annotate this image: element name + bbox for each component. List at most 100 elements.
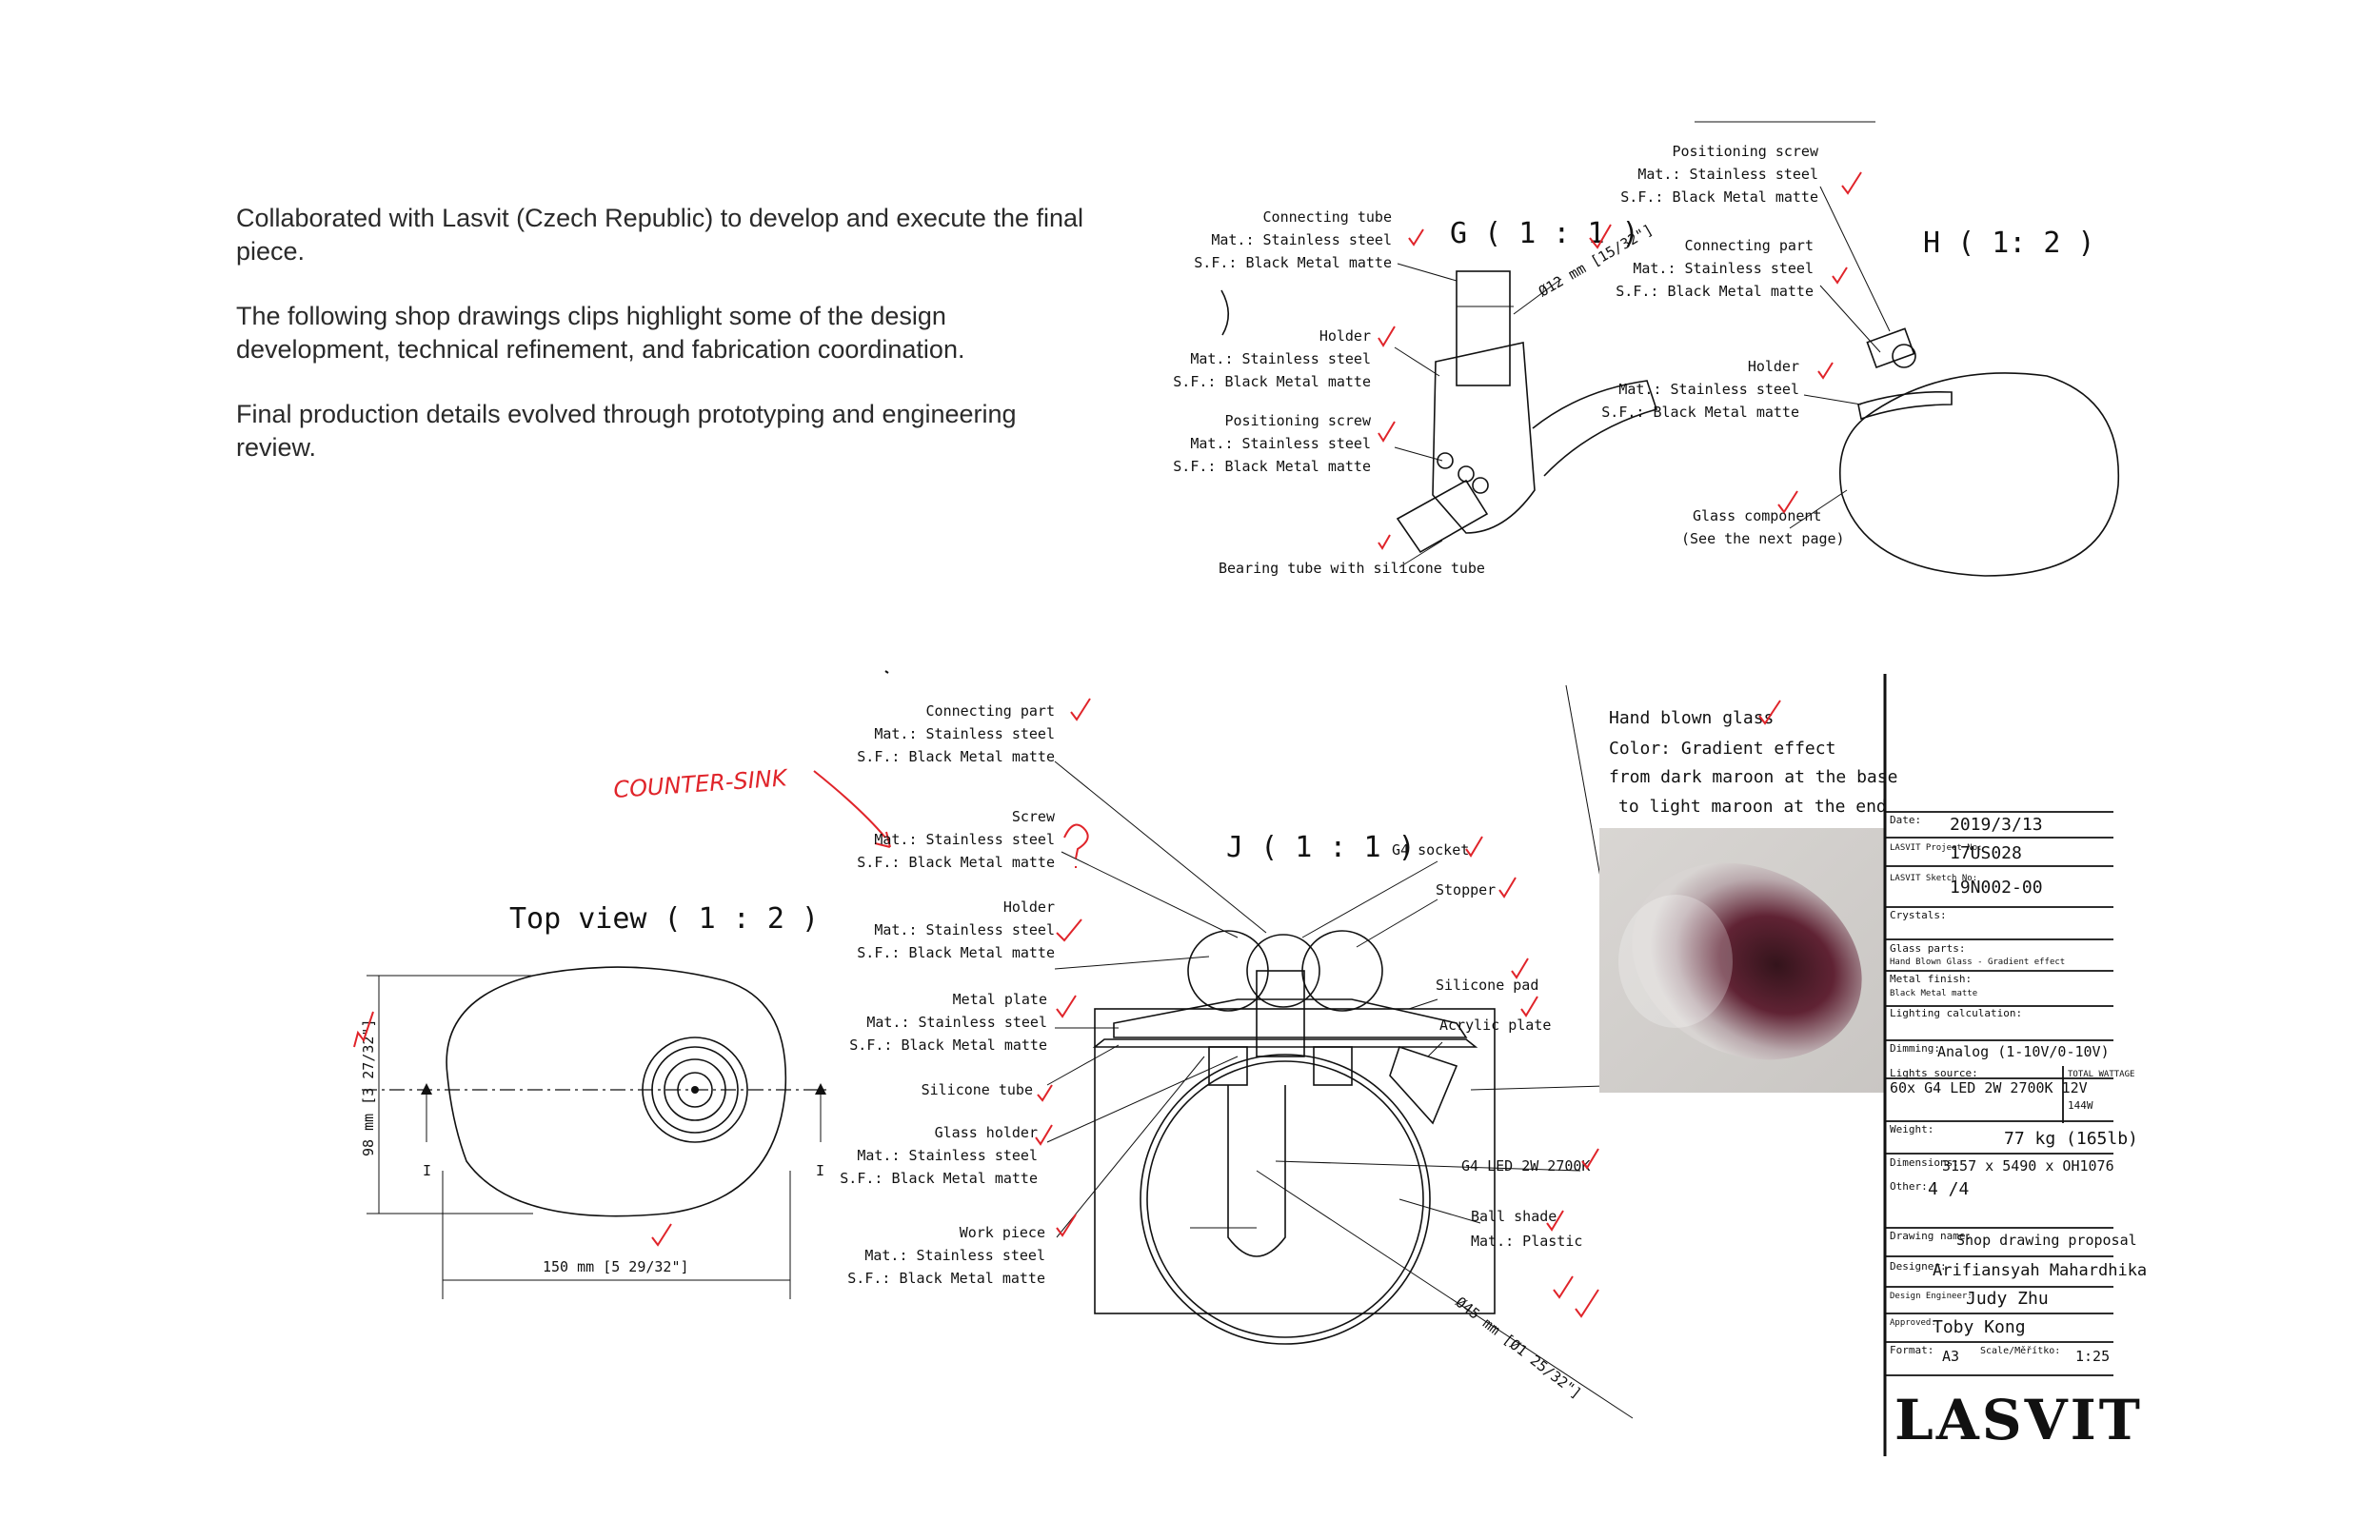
svg-text:Mat.: Stainless steel: Mat.: Stainless steel (874, 725, 1055, 742)
h-connecting-part-label: Connecting part Mat.: Stainless steel S.… (1616, 237, 1814, 300)
j-silicone-tube-label: Silicone tube (922, 1081, 1033, 1098)
tb-sketch-label: LASVIT Sketch No: (1890, 874, 1977, 883)
svg-text:Connecting tube: Connecting tube (1263, 208, 1392, 226)
tb-format: A3 (1942, 1348, 1959, 1365)
j-screw-label: Screw Mat.: Stainless steel S.F.: Black … (857, 808, 1056, 871)
bend-tube-shape (1532, 380, 1658, 477)
tb-approved-label: Approved: (1890, 1318, 1936, 1328)
lasvit-logo: LASVIT (1894, 1388, 2143, 1452)
check-mark (1758, 700, 1781, 725)
detail-h-title: H ( 1: 2 ) (1923, 227, 2095, 260)
check-mark (1817, 362, 1834, 380)
g-holder-label: Holder Mat.: Stainless steel S.F.: Black… (1173, 327, 1371, 390)
j-dimension: Ø45 mm [Ø1 25/32"] (1453, 1293, 1585, 1402)
tb-engineer-label: Design Engineer: (1890, 1292, 1973, 1301)
svg-text:to light maroon at the end: to light maroon at the end (1618, 797, 1887, 817)
tb-other-label: Other: (1890, 1180, 1928, 1193)
tb-metal-finish-label: Metal finish: (1890, 973, 1972, 985)
tb-dimensions-label: Dimensions: (1890, 1156, 1959, 1169)
svg-text:Connecting part: Connecting part (926, 702, 1055, 720)
j-work-piece-label: Work piece Mat.: Stainless steel S.F.: B… (847, 1224, 1045, 1287)
top-view: Top view ( 1 : 2 ) 98 mm [3 27/32"] 150 … (353, 902, 828, 1299)
glass-note: Hand blown glass Color: Gradient effect … (1609, 700, 1897, 817)
svg-text:S.F.: Black Metal matte: S.F.: Black Metal matte (1601, 404, 1799, 421)
question-mark (1063, 823, 1089, 868)
counter-sink-arrowhead (874, 831, 891, 848)
counter-sink-arrow (813, 770, 886, 839)
svg-text:Positioning screw: Positioning screw (1672, 143, 1818, 160)
j-silicone-pad-label: Silicone pad (1436, 977, 1538, 994)
g-connecting-tube-label: Connecting tube Mat.: Stainless steel S.… (1194, 208, 1392, 271)
check-mark (1408, 228, 1424, 247)
top-view-title: Top view ( 1 : 2 ) (509, 902, 819, 936)
svg-text:Glass holder: Glass holder (935, 1124, 1038, 1141)
intro-paragraph-2: The following shop drawings clips highli… (236, 302, 965, 364)
j-stopper-label: Stopper (1436, 881, 1496, 898)
check-mark (1546, 1210, 1564, 1232)
svg-text:Work piece: Work piece (960, 1224, 1045, 1241)
svg-text:from dark maroon at the base: from dark maroon at the base (1609, 767, 1897, 787)
j-g4-socket-label: G4 socket (1392, 841, 1469, 859)
svg-text:Mat.: Stainless steel: Mat.: Stainless steel (1637, 166, 1818, 183)
svg-text:S.F.: Black Metal matte: S.F.: Black Metal matte (849, 1037, 1047, 1054)
section-arc (1220, 289, 1230, 336)
h-glass-component-label: Glass component (See the next page) (1681, 507, 1845, 547)
check-mark (651, 1223, 672, 1247)
tb-drawing-name-label: Drawing name: (1890, 1230, 1972, 1242)
svg-text:Mat.: Stainless steel: Mat.: Stainless steel (1190, 350, 1371, 367)
svg-text:Positioning screw: Positioning screw (1224, 412, 1371, 429)
check-mark (1841, 171, 1862, 195)
g-positioning-screw-label: Positioning screw Mat.: Stainless steel … (1173, 412, 1372, 475)
tb-glass-parts: Hand Blown Glass - Gradient effect (1890, 958, 2065, 967)
svg-text:Mat.: Stainless steel: Mat.: Stainless steel (1190, 435, 1371, 452)
tb-weight-label: Weight: (1890, 1123, 1934, 1135)
tb-crystals-label: Crystals: (1890, 909, 1947, 921)
tb-dimming-label: Dimming: (1890, 1042, 1940, 1055)
top-view-height-dim: 98 mm [3 27/32"] (360, 1019, 377, 1157)
section-mark-left: I (423, 1162, 431, 1179)
check-mark (1465, 836, 1483, 858)
check-mark (1511, 958, 1529, 979)
tb-metal-finish: Black Metal matte (1890, 989, 1977, 998)
tb-weight: 77 kg (165lb) (2004, 1129, 2138, 1149)
svg-text:Mat.: Stainless steel: Mat.: Stainless steel (874, 831, 1055, 848)
detail-g: G ( 1 : 1 ) Ø12 mm [15/32"] Connecting t… (1173, 208, 1658, 577)
check-mark (1070, 698, 1091, 721)
svg-text:Color: Gradient effect: Color: Gradient effect (1609, 739, 1835, 759)
j-holder-label: Holder Mat.: Stainless steel S.F.: Black… (857, 898, 1055, 961)
tb-light-source-label: Lights source: (1890, 1067, 1978, 1079)
check-mark (1777, 490, 1798, 514)
svg-text:S.F.: Black Metal matte: S.F.: Black Metal matte (1194, 254, 1392, 271)
check-mark (1553, 1275, 1599, 1318)
j-ball-shade-label: Ball shade Mat.: Plastic (1471, 1208, 1582, 1250)
connecting-part-shape (1866, 327, 1915, 369)
svg-text:Screw: Screw (1012, 808, 1056, 825)
glass-photo (1599, 828, 1885, 1093)
svg-text:Mat.: Stainless steel: Mat.: Stainless steel (1633, 260, 1814, 277)
svg-text:S.F.: Black Metal matte: S.F.: Black Metal matte (1173, 373, 1371, 390)
check-mark (1378, 326, 1396, 347)
svg-text:S.F.: Black Metal matte: S.F.: Black Metal matte (1173, 458, 1371, 475)
svg-text:Holder: Holder (1003, 898, 1055, 916)
svg-text:Ball shade: Ball shade (1471, 1208, 1557, 1225)
tb-scale: 1:25 (2075, 1348, 2110, 1365)
bearing-tube-shape (1396, 479, 1489, 554)
ball-shade-shape (1140, 1054, 1431, 1345)
intro-text: Collaborated with Lasvit (Czech Republic… (236, 202, 1093, 496)
svg-text:S.F.: Black Metal matte: S.F.: Black Metal matte (847, 1270, 1045, 1287)
svg-text:Mat.: Stainless steel: Mat.: Stainless steel (866, 1014, 1047, 1031)
g4-led-shape (1227, 1085, 1286, 1257)
svg-text:Mat.: Stainless steel: Mat.: Stainless steel (857, 1147, 1038, 1164)
check-mark (1056, 918, 1082, 942)
svg-text:Mat.: Stainless steel: Mat.: Stainless steel (1618, 381, 1799, 398)
check-mark (1581, 1148, 1599, 1170)
j-glass-holder-label: Glass holder Mat.: Stainless steel S.F.:… (840, 1124, 1038, 1187)
h-holder-label: Holder Mat.: Stainless steel S.F.: Black… (1601, 358, 1799, 421)
h-positioning-screw-label: Positioning screw Mat.: Stainless steel … (1620, 143, 1819, 206)
check-mark (1056, 1214, 1077, 1237)
check-mark (1589, 224, 1612, 249)
svg-text:Mat.: Plastic: Mat.: Plastic (1471, 1233, 1582, 1250)
tb-project-label: LASVIT Project No: (1890, 843, 1983, 853)
detail-j: J ( 1 : 1 ) Connecting part Mat. (840, 684, 1638, 1419)
svg-text:Mat.: Stainless steel: Mat.: Stainless steel (1211, 231, 1392, 248)
